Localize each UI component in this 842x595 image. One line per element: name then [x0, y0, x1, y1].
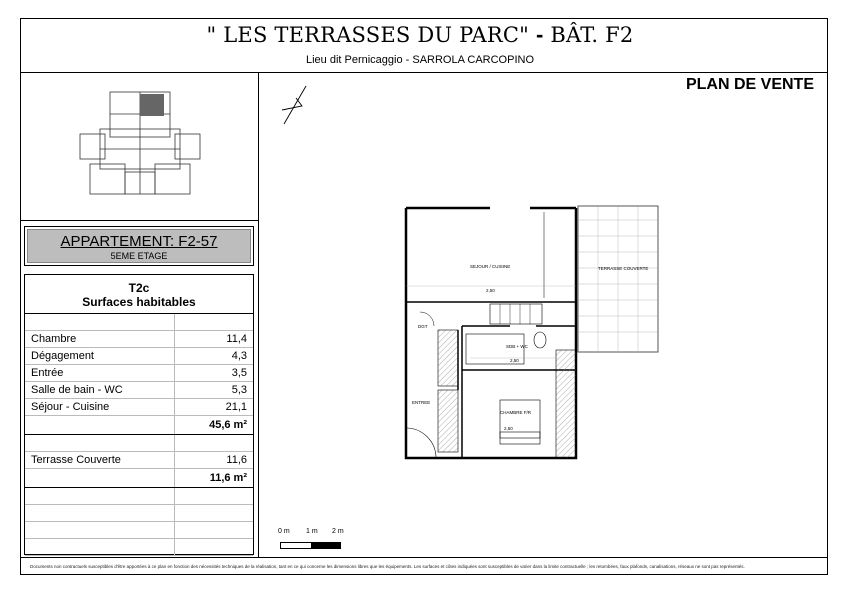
height-chambre: 2,50: [504, 426, 513, 431]
building-code: F2: [605, 23, 634, 47]
room-name: Dégagement: [25, 347, 175, 365]
total-area: 45,6 m²: [174, 415, 253, 435]
keyplan-divider: [20, 220, 258, 221]
scale-label-0: 0 m: [278, 528, 290, 535]
extra-area: 11,6: [174, 451, 253, 469]
room-area: 11,4: [174, 330, 253, 348]
scale-label-2: 2 m: [332, 528, 344, 535]
extras-total-row: 11,6 m²: [25, 468, 253, 488]
room-label-entree: ENTREE: [412, 400, 430, 405]
room-area: 21,1: [174, 398, 253, 416]
room-name: Séjour - Cuisine: [25, 398, 175, 416]
room-label-chambre: CHAMBRE F/R: [500, 410, 532, 415]
scale-label-1: 1 m: [306, 528, 318, 535]
page-frame: [20, 18, 828, 575]
table-row: [25, 521, 253, 539]
apartment-box: APPARTEMENT: F2-57 5EME ETAGE: [24, 226, 254, 266]
room-area: 4,3: [174, 347, 253, 365]
apartment-name: APPARTEMENT: F2-57: [60, 233, 218, 250]
room-area: 3,5: [174, 364, 253, 382]
floor-plan: SEJOUR / CUISINE 2,50 SDB + WC 2,50 DGT …: [404, 205, 659, 460]
left-column-divider: [258, 72, 259, 557]
project-title: " LES TERRASSES DU PARC" - BÂT. F2: [120, 22, 720, 48]
apartment-type: T2c: [128, 281, 150, 295]
table-row: [25, 487, 253, 505]
table-row: [25, 434, 253, 452]
table-row: [25, 314, 253, 331]
north-arrow-icon: [281, 85, 307, 125]
height-sdb: 2,50: [510, 358, 519, 363]
surfaces-title: Surfaces habitables: [82, 295, 196, 309]
total-row: 45,6 m²: [25, 415, 253, 435]
room-label-sdb: SDB + WC: [506, 344, 529, 349]
apartment-floor: 5EME ETAGE: [110, 251, 168, 261]
room-name: Salle de bain - WC: [25, 381, 175, 399]
extra-name: Terrasse Couverte: [25, 451, 175, 469]
room-name: Entrée: [25, 364, 175, 382]
table-row: [25, 538, 253, 556]
surfaces-heading: T2c Surfaces habitables: [25, 275, 253, 314]
extras-total-area: 11,6 m²: [174, 468, 253, 488]
scale-segment-white: [280, 542, 312, 549]
room-label-dgt: DGT: [418, 324, 428, 329]
project-location: Lieu dit Pernicaggio - SARROLA CARCOPINO: [305, 54, 535, 66]
title-separator: -: [535, 22, 544, 47]
table-row: [25, 504, 253, 522]
key-plan: [79, 91, 201, 195]
footer-divider: [20, 557, 828, 558]
scale-segment-black: [311, 542, 341, 549]
room-area: 5,3: [174, 381, 253, 399]
key-plan-highlight: [140, 94, 164, 116]
room-label-sejour: SEJOUR / CUISINE: [470, 264, 510, 269]
room-label-terrasse: TERRASSE COUVERTE: [598, 266, 648, 271]
disclaimer: Documents non contractuels susceptibles …: [30, 564, 745, 569]
room-name: Chambre: [25, 330, 175, 348]
header-divider: [20, 72, 828, 73]
height-sejour: 2,50: [486, 288, 495, 293]
project-name: " LES TERRASSES DU PARC": [206, 23, 530, 47]
apartment-header: APPARTEMENT: F2-57 5EME ETAGE: [27, 229, 251, 263]
building-label: BÂT.: [550, 23, 599, 47]
plan-type-label: PLAN DE VENTE: [685, 76, 814, 93]
